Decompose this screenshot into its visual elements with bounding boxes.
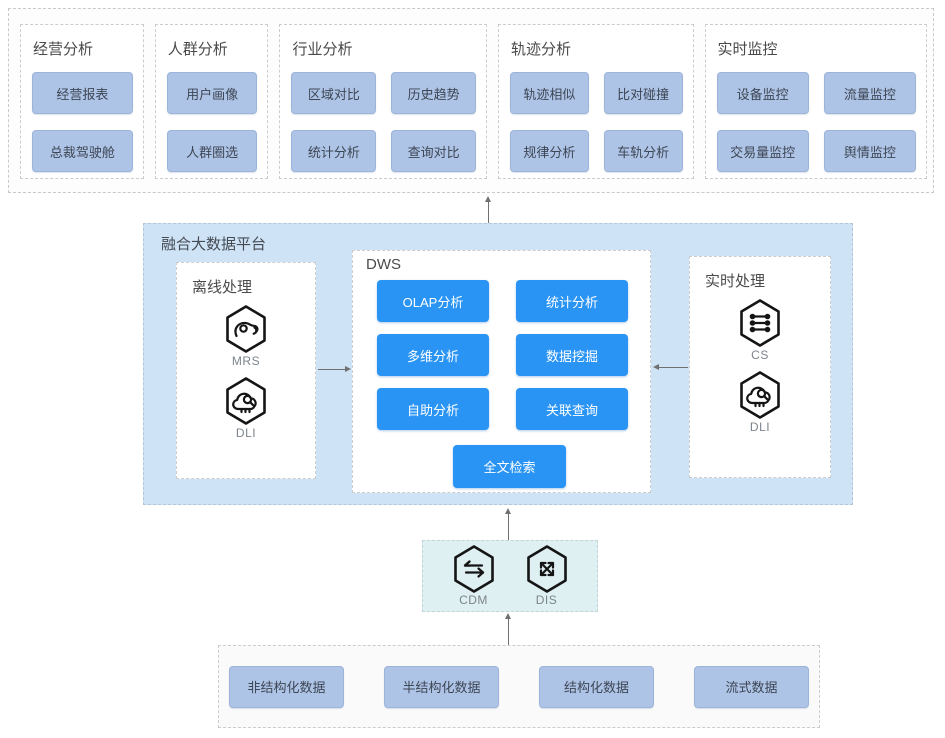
dws-button[interactable]: 自助分析 bbox=[377, 388, 489, 430]
app-group-trajectory: 轨迹分析轨迹相似比对碰撞规律分析车轨分析 bbox=[497, 24, 694, 179]
platform-title: 融合大数据平台 bbox=[161, 236, 267, 253]
realtime-processing-box: 实时处理 CS DLI bbox=[689, 256, 831, 478]
app-group-business: 经营分析经营报表总裁驾驶舱 bbox=[20, 24, 144, 179]
dws-title: DWS bbox=[366, 256, 401, 273]
app-group-title: 人群分析 bbox=[167, 41, 228, 58]
service-cdm: CDM bbox=[452, 545, 496, 607]
dli-cloud-search-icon bbox=[226, 377, 266, 425]
app-button[interactable]: 统计分析 bbox=[291, 130, 377, 172]
arrow-sources-to-ingest bbox=[504, 613, 513, 645]
service-label: MRS bbox=[231, 354, 261, 368]
app-button[interactable]: 比对碰撞 bbox=[603, 72, 683, 114]
offline-services: MRS DLI bbox=[177, 305, 315, 440]
data-source-button[interactable]: 半结构化数据 bbox=[384, 665, 499, 708]
app-button[interactable]: 人群圈选 bbox=[166, 130, 258, 172]
service-dli: DLI bbox=[738, 371, 782, 434]
cdm-transfer-icon bbox=[453, 545, 494, 593]
arrow-line bbox=[508, 618, 509, 645]
arrow-head-up-icon bbox=[485, 196, 491, 202]
app-group-buttons: 用户画像人群圈选 bbox=[166, 72, 258, 172]
app-group-monitoring: 实时监控设备监控流量监控交易量监控舆情监控 bbox=[704, 24, 927, 179]
app-button[interactable]: 轨迹相似 bbox=[509, 72, 589, 114]
app-button[interactable]: 查询对比 bbox=[391, 130, 476, 172]
dws-capability-grid: OLAP分析统计分析多维分析数据挖掘自助分析关联查询 bbox=[377, 280, 628, 430]
dws-button[interactable]: 数据挖掘 bbox=[516, 334, 628, 376]
dws-button-fulltext-search[interactable]: 全文检索 bbox=[453, 445, 566, 488]
app-button[interactable]: 规律分析 bbox=[509, 130, 589, 172]
dis-arrows-icon bbox=[526, 545, 567, 593]
arrow-platform-to-apps bbox=[484, 196, 493, 223]
dli-cloud-search-icon bbox=[740, 371, 780, 419]
app-button[interactable]: 流量监控 bbox=[823, 72, 916, 114]
app-group-title: 行业分析 bbox=[292, 41, 353, 58]
service-label: CDM bbox=[459, 593, 488, 607]
app-button[interactable]: 舆情监控 bbox=[823, 130, 916, 172]
arrow-head-up-icon bbox=[505, 613, 511, 619]
app-button[interactable]: 交易量监控 bbox=[716, 130, 809, 172]
big-data-platform-panel: 融合大数据平台 离线处理 MRS DLI DWS OLAP分析统计分析多维分析数据… bbox=[143, 223, 853, 505]
service-label: DLI bbox=[749, 420, 771, 434]
app-button[interactable]: 用户画像 bbox=[166, 72, 258, 114]
service-cs: CS bbox=[738, 299, 782, 362]
arrow-line bbox=[318, 369, 346, 370]
dws-button[interactable]: 多维分析 bbox=[377, 334, 489, 376]
service-label: CS bbox=[751, 348, 769, 362]
data-source-button[interactable]: 结构化数据 bbox=[539, 665, 654, 708]
data-ingestion-box: CDM DIS bbox=[422, 540, 598, 612]
service-label: DLI bbox=[235, 426, 257, 440]
offline-processing-box: 离线处理 MRS DLI bbox=[176, 262, 316, 479]
app-button[interactable]: 总裁驾驶舱 bbox=[32, 130, 133, 172]
dws-button[interactable]: 统计分析 bbox=[516, 280, 628, 322]
arrow-offline-to-dws bbox=[318, 365, 351, 374]
app-group-buttons: 区域对比历史趋势统计分析查询对比 bbox=[291, 72, 476, 172]
realtime-processing-title: 实时处理 bbox=[705, 273, 766, 290]
arrow-ingest-to-platform bbox=[504, 508, 513, 540]
dws-button[interactable]: 关联查询 bbox=[516, 388, 628, 430]
app-group-buttons: 经营报表总裁驾驶舱 bbox=[32, 72, 133, 172]
offline-processing-title: 离线处理 bbox=[192, 279, 253, 296]
arrow-line bbox=[488, 201, 489, 223]
cs-stream-icon bbox=[740, 299, 780, 347]
app-group-buttons: 轨迹相似比对碰撞规律分析车轨分析 bbox=[509, 72, 683, 172]
applications-layer: 经营分析经营报表总裁驾驶舱人群分析用户画像人群圈选行业分析区域对比历史趋势统计分… bbox=[8, 8, 934, 193]
data-source-button[interactable]: 流式数据 bbox=[694, 665, 809, 708]
service-dis: DIS bbox=[525, 545, 569, 607]
arrow-head-right-icon bbox=[345, 366, 351, 372]
app-button[interactable]: 历史趋势 bbox=[391, 72, 476, 114]
app-group-crowd: 人群分析用户画像人群圈选 bbox=[154, 24, 269, 179]
app-group-industry: 行业分析区域对比历史趋势统计分析查询对比 bbox=[279, 24, 487, 179]
app-button[interactable]: 区域对比 bbox=[291, 72, 377, 114]
dws-button[interactable]: OLAP分析 bbox=[377, 280, 489, 322]
app-group-title: 轨迹分析 bbox=[510, 41, 571, 58]
arrow-head-up-icon bbox=[505, 508, 511, 514]
arrow-head-left-icon bbox=[653, 364, 659, 370]
arrow-line bbox=[658, 367, 688, 368]
mrs-elephant-icon bbox=[226, 305, 266, 353]
app-button[interactable]: 车轨分析 bbox=[603, 130, 683, 172]
arrow-line bbox=[508, 513, 509, 540]
service-mrs: MRS bbox=[224, 305, 268, 368]
app-button[interactable]: 经营报表 bbox=[32, 72, 133, 114]
app-group-title: 实时监控 bbox=[717, 41, 778, 58]
service-label: DIS bbox=[535, 593, 558, 607]
data-source-button[interactable]: 非结构化数据 bbox=[229, 665, 344, 708]
realtime-services: CS DLI bbox=[690, 299, 830, 434]
arrow-realtime-to-dws bbox=[653, 363, 688, 372]
app-group-title: 经营分析 bbox=[33, 41, 94, 58]
dws-box: DWS OLAP分析统计分析多维分析数据挖掘自助分析关联查询 全文检索 bbox=[352, 250, 651, 493]
app-group-buttons: 设备监控流量监控交易量监控舆情监控 bbox=[716, 72, 916, 172]
service-dli: DLI bbox=[224, 377, 268, 440]
data-sources-layer: 非结构化数据半结构化数据结构化数据流式数据 bbox=[218, 645, 820, 728]
app-button[interactable]: 设备监控 bbox=[716, 72, 809, 114]
